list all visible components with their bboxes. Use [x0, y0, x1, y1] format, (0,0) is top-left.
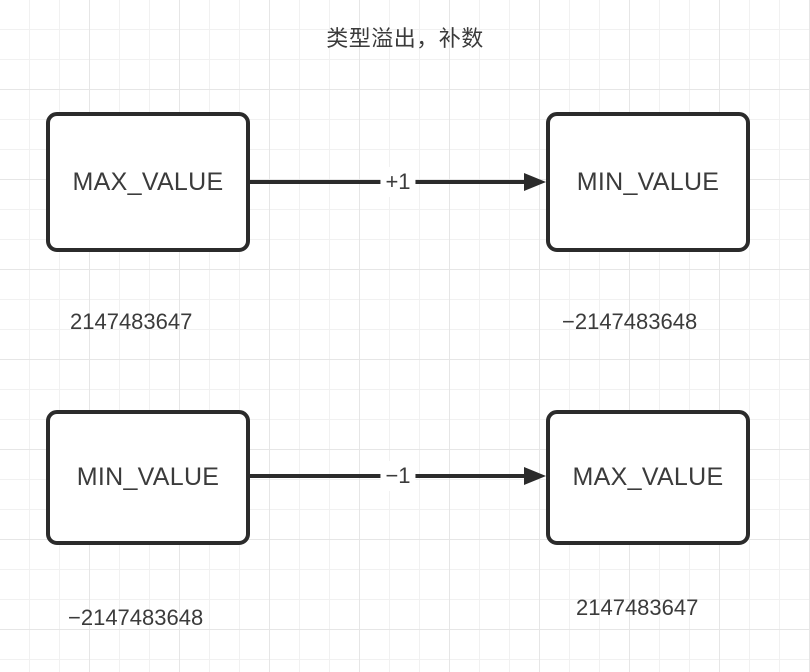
value-caption-bottom-left: −2147483648 — [68, 605, 204, 630]
edge-label: +1 — [380, 167, 416, 197]
arrowhead-icon — [524, 467, 546, 485]
node-max-value-top-left[interactable]: MAX_VALUE — [46, 112, 250, 252]
node-label: MAX_VALUE — [572, 463, 724, 491]
value-caption-top-left: 2147483647 — [70, 309, 193, 334]
node-min-value-bottom-left[interactable]: MIN_VALUE — [46, 410, 250, 545]
value-caption-top-right: −2147483648 — [562, 309, 698, 334]
node-max-value-bottom-right[interactable]: MAX_VALUE — [546, 410, 750, 545]
node-label: MIN_VALUE — [576, 167, 720, 196]
arrowhead-icon — [524, 173, 546, 191]
edge-plus-one[interactable]: +1 — [250, 167, 546, 197]
edge-minus-one[interactable]: −1 — [250, 461, 546, 491]
node-label: MAX_VALUE — [72, 167, 224, 196]
diagram-title: 类型溢出，补数 — [326, 26, 484, 51]
node-min-value-top-right[interactable]: MIN_VALUE — [546, 112, 750, 252]
value-caption-bottom-right: 2147483647 — [576, 595, 699, 620]
edge-label: −1 — [380, 461, 416, 491]
node-label: MIN_VALUE — [76, 463, 220, 491]
